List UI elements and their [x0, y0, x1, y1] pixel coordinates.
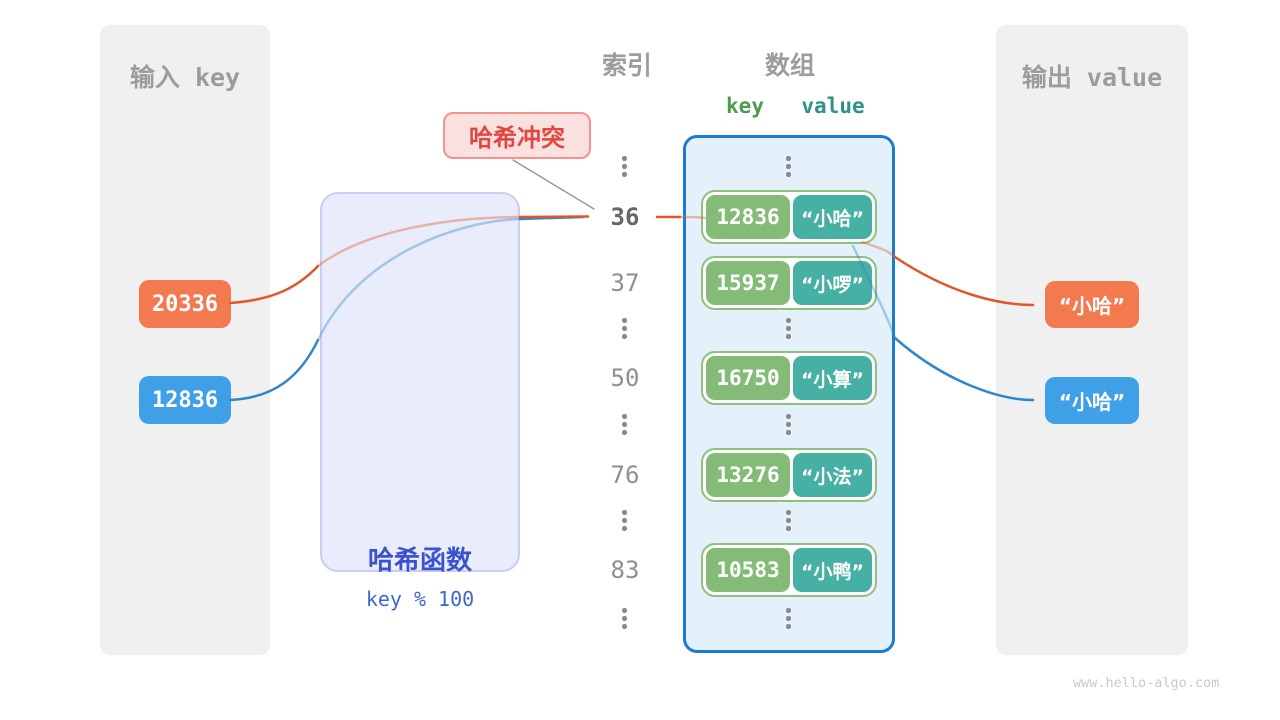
hash-collision-text: 哈希冲突	[469, 124, 565, 152]
ellipsis-dots	[786, 608, 791, 629]
dot	[622, 414, 627, 419]
key-header-label: key	[726, 94, 764, 118]
dot	[786, 608, 791, 613]
ellipsis-dots	[786, 156, 791, 177]
index-value: 76	[610, 461, 640, 489]
dot	[622, 422, 627, 427]
array-column-title: 数组	[764, 51, 815, 80]
index-value: 37	[610, 269, 640, 297]
ellipsis-dots	[622, 414, 627, 435]
index-value: 50	[610, 364, 640, 392]
input-panel-title: 输入 key	[129, 63, 241, 92]
dot	[622, 334, 627, 339]
pair-value: “小法”	[793, 453, 872, 497]
dot	[786, 156, 791, 161]
dot	[786, 414, 791, 419]
pair-value: “小哈”	[793, 195, 872, 239]
array-pair: 10583“小鸭”	[701, 543, 877, 597]
ellipsis-dots	[622, 608, 627, 629]
hash-collision-label: 哈希冲突	[443, 112, 591, 159]
index-column-title: 索引	[601, 51, 652, 80]
ellipsis-dots	[786, 318, 791, 339]
dot	[622, 318, 627, 323]
array-pair: 15937“小啰”	[701, 256, 877, 310]
pair-key: 16750	[706, 356, 790, 400]
dot	[786, 164, 791, 169]
output-value-box: “小哈”	[1045, 377, 1139, 424]
dot	[622, 430, 627, 435]
dot	[786, 430, 791, 435]
dot	[622, 156, 627, 161]
array-pair: 13276“小法”	[701, 448, 877, 502]
pair-value: “小啰”	[793, 261, 872, 305]
ellipsis-dots	[786, 510, 791, 531]
dot	[622, 518, 627, 523]
dot	[622, 326, 627, 331]
pair-value: “小算”	[793, 356, 872, 400]
dot	[786, 616, 791, 621]
pair-value: “小鸭”	[793, 548, 872, 592]
dot	[786, 334, 791, 339]
hash-function-formula: key % 100	[365, 587, 475, 611]
ellipsis-dots	[622, 318, 627, 339]
array-pair: 12836“小哈”	[701, 190, 877, 244]
output-value-box: “小哈”	[1045, 281, 1139, 328]
dot	[786, 510, 791, 515]
dot	[786, 624, 791, 629]
dot	[622, 526, 627, 531]
input-key-box: 20336	[139, 280, 231, 328]
dot	[622, 616, 627, 621]
output-panel-title: 输出 value	[1021, 63, 1163, 92]
dot	[786, 526, 791, 531]
pair-key: 12836	[706, 195, 790, 239]
array-pair: 16750“小算”	[701, 351, 877, 405]
dot	[786, 518, 791, 523]
ellipsis-dots	[622, 156, 627, 177]
watermark: www.hello-algo.com	[1073, 675, 1220, 691]
hash-function-box: 哈希函数 key % 100	[320, 192, 520, 611]
ellipsis-dots	[622, 510, 627, 531]
index-value: 83	[610, 556, 640, 584]
pair-key: 13276	[706, 453, 790, 497]
hash-function-title: 哈希函数	[367, 546, 472, 576]
dot	[786, 172, 791, 177]
dot	[622, 164, 627, 169]
dot	[786, 422, 791, 427]
value-header-label: value	[801, 94, 865, 118]
dot	[786, 318, 791, 323]
input-key-box: 12836	[139, 376, 231, 424]
dot	[622, 608, 627, 613]
array-kv-header: key value	[701, 94, 877, 118]
ellipsis-dots	[786, 414, 791, 435]
pair-key: 10583	[706, 548, 790, 592]
index-value: 36	[610, 203, 640, 231]
dot	[622, 624, 627, 629]
dot	[786, 326, 791, 331]
pair-key: 15937	[706, 261, 790, 305]
dot	[622, 172, 627, 177]
dot	[622, 510, 627, 515]
